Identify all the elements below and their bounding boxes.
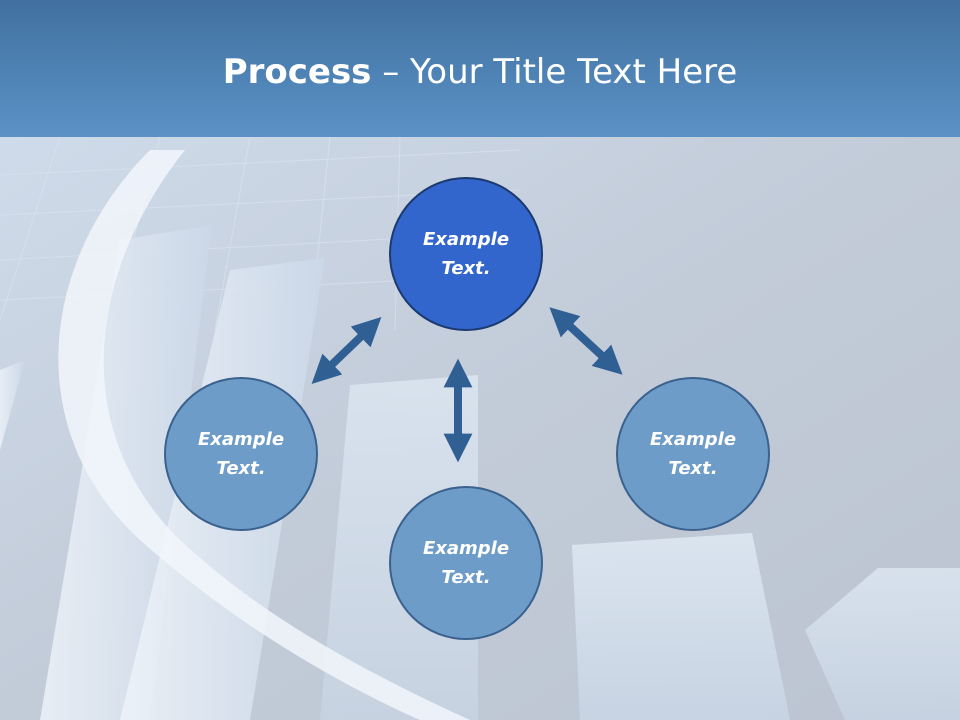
process-node-left: Example Text.: [164, 377, 318, 531]
arrow-center-left: [311, 317, 382, 384]
process-node-right: Example Text.: [616, 377, 770, 531]
node-label-line2: Text.: [441, 567, 491, 588]
node-label-line2: Text.: [441, 258, 491, 279]
node-label-line1: Example: [422, 229, 510, 250]
title-rest-part: – Your Title Text Here: [371, 52, 738, 92]
node-label-line2: Text.: [668, 458, 718, 479]
node-label-line1: Example: [422, 538, 510, 559]
process-node-center: Example Text.: [389, 177, 543, 331]
node-label-line1: Example: [197, 429, 285, 450]
node-label-line2: Text.: [216, 458, 266, 479]
title-bold-part: Process: [222, 52, 372, 92]
slide-title: Process – Your Title Text Here: [0, 52, 960, 92]
title-bar: Process – Your Title Text Here: [0, 0, 960, 137]
node-label-line1: Example: [649, 429, 737, 450]
process-node-bottom: Example Text.: [389, 486, 543, 640]
arrow-center-right: [549, 307, 623, 375]
